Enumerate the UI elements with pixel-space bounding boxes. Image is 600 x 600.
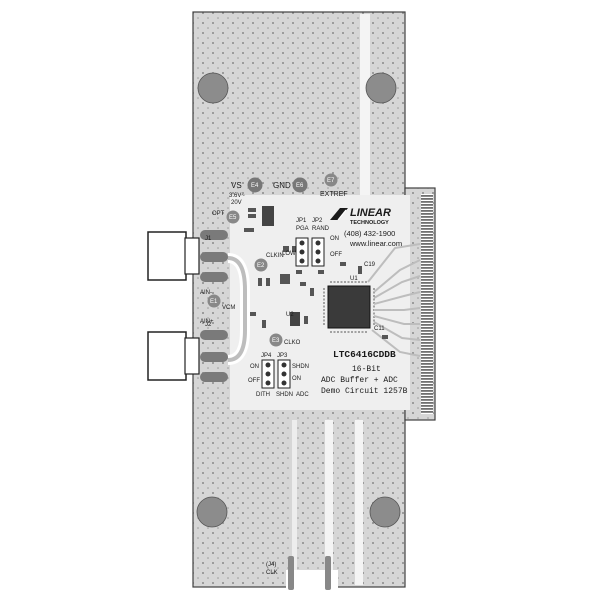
turret-e6 <box>292 177 308 193</box>
logo-text-technology: TECHNOLOGY <box>350 220 389 226</box>
input-trace <box>227 253 250 365</box>
turret-e7 <box>324 173 338 187</box>
label-e6: E6 <box>296 183 304 189</box>
label-u1: U1 <box>350 276 358 282</box>
label-clko: CLKO <box>284 340 301 346</box>
label-clkin: CLKIN <box>266 253 284 259</box>
label-dith: DITH <box>256 392 270 398</box>
mounting-hole-top-right <box>365 72 397 104</box>
label-vcm: VCM <box>222 305 235 311</box>
turret-posts <box>207 173 338 347</box>
label-c19: C19 <box>364 262 376 268</box>
mounting-hole-bottom-left <box>196 496 228 528</box>
label-vs-range-2: 20V <box>231 200 242 206</box>
label-c11: C11 <box>374 326 385 332</box>
label-shdn-right: SHDN <box>292 364 309 370</box>
turret-e5 <box>226 210 240 224</box>
label-j4: (J4) <box>266 562 276 568</box>
label-e1: E1 <box>210 299 218 305</box>
label-gnd: GND <box>273 181 291 190</box>
label-extref: EXTREF <box>320 191 348 198</box>
label-ain-minus: AIN- <box>200 290 212 296</box>
label-adc: ADC <box>296 392 309 398</box>
desc-adc-buffer: ADC Buffer + ADC <box>321 376 398 385</box>
linear-logo-icon <box>330 208 348 221</box>
mounting-hole-bottom-right <box>369 496 401 528</box>
mounting-hole-top-left <box>197 72 229 104</box>
label-jp3: JP3 <box>277 353 288 359</box>
edge-connector <box>421 194 433 414</box>
desc-16bit: 16-Bit <box>352 365 381 374</box>
label-on-right: ON <box>292 376 301 382</box>
sma-connector-top <box>147 230 228 282</box>
label-jp4: JP4 <box>261 353 272 359</box>
label-j2: J2 <box>205 322 212 328</box>
label-rand: RAND <box>312 226 330 232</box>
label-on-top: ON <box>330 236 339 242</box>
label-e4: E4 <box>251 183 259 189</box>
part-number: LTC6416CDDB <box>333 349 396 360</box>
label-ain-plus: AIN+ <box>200 319 214 325</box>
turret-e3 <box>269 333 283 347</box>
label-off-bottom: OFF <box>248 378 260 384</box>
phone-number: (408) 432-1900 <box>344 229 395 238</box>
label-vs: VS <box>231 181 242 190</box>
adc-chip-u1 <box>323 281 375 333</box>
label-on-bottom: ON <box>250 364 259 370</box>
output-traces <box>367 243 421 357</box>
turret-e4 <box>247 177 263 193</box>
label-pga: PGA <box>296 226 309 232</box>
label-shdn-bottom: SHDN <box>276 392 293 398</box>
clk-connector-j4 <box>286 556 338 590</box>
label-vs-range-1: 3.6V~ <box>229 193 245 199</box>
label-e7: E7 <box>327 178 335 184</box>
jumper-jp1-jp2 <box>295 237 325 267</box>
website: www.linear.com <box>349 239 402 248</box>
label-jp1: JP1 <box>296 218 307 224</box>
label-e3: E3 <box>272 338 280 344</box>
label-jp2: JP2 <box>312 218 323 224</box>
isolation-channels <box>292 14 370 585</box>
sma-connector-bottom <box>147 330 228 382</box>
label-e2: E2 <box>257 263 265 269</box>
desc-demo-circuit: Demo Circuit 1257B <box>321 387 408 396</box>
label-u2: U2 <box>286 312 294 318</box>
logo-text-linear: LINEAR <box>350 207 391 219</box>
label-clk: CLK <box>266 570 278 576</box>
mounting-holes <box>196 72 401 528</box>
label-off-top: OFF <box>330 252 342 258</box>
turret-e1 <box>207 294 221 308</box>
label-opt: OPT <box>212 211 225 217</box>
label-low: LOW <box>282 251 296 257</box>
label-j1: J1 <box>205 236 212 242</box>
turret-e2 <box>254 258 268 272</box>
label-e5: E5 <box>229 215 237 221</box>
jumper-jp3-jp4 <box>261 359 291 389</box>
